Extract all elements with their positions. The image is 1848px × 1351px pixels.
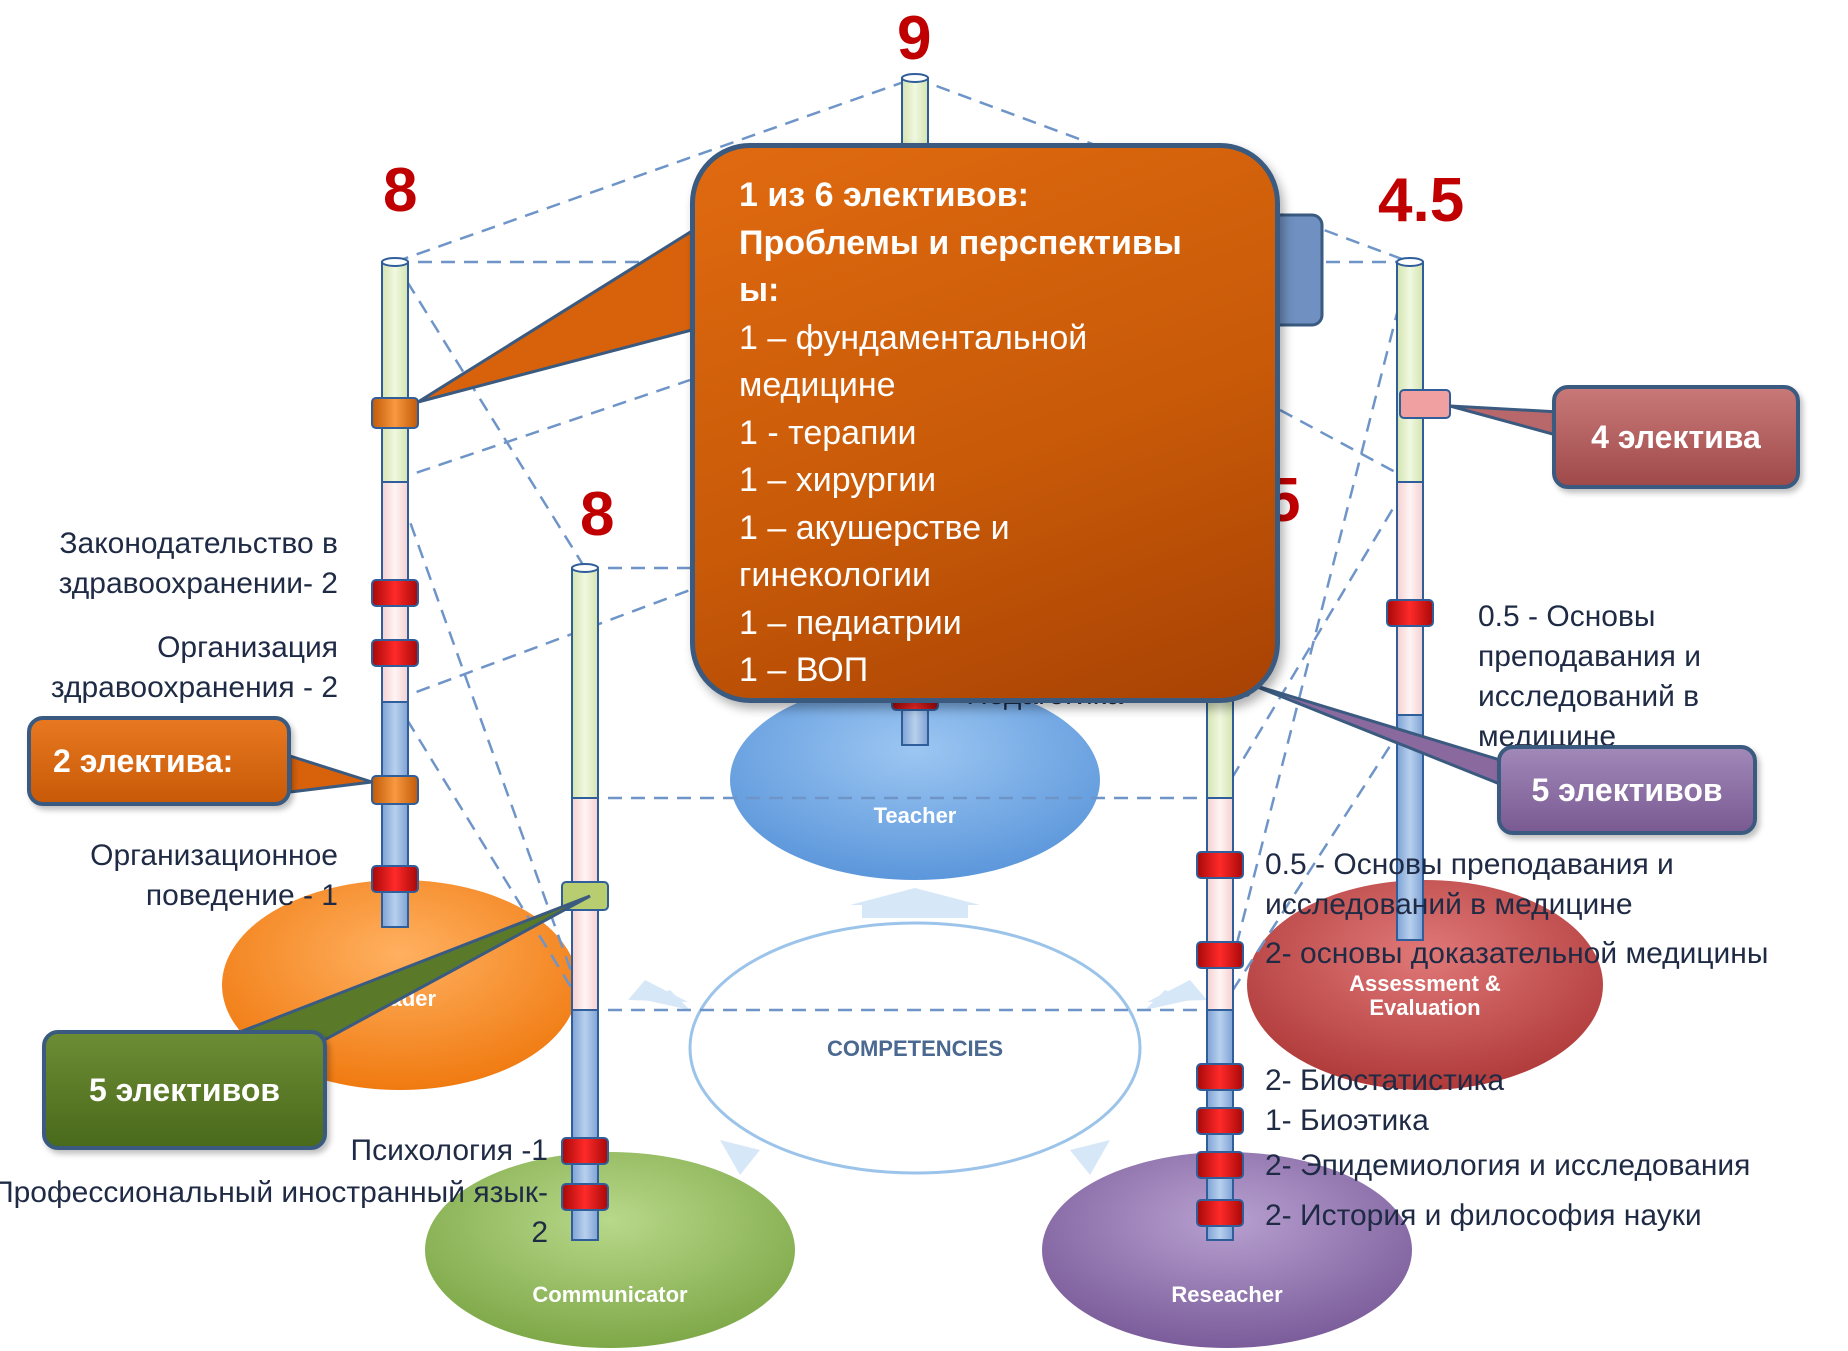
pillar-number-right: 4.5 <box>1378 166 1465 235</box>
callout-research-electives: 1 из 6 элективов: Проблемы и перспективы… <box>690 143 1280 703</box>
label-legislation: Законодательство в здравоохранении- 2 <box>58 527 338 600</box>
pillar-right-back <box>1396 257 1424 941</box>
two-electives-pointer <box>288 753 373 794</box>
label-organization: Организация здравоохранения - 2 <box>50 631 338 704</box>
big-callout-line-7: 1 – хирургии <box>739 461 937 499</box>
label-biostatistics: 2- Биостатистика <box>1265 1064 1505 1097</box>
callout-four-electives: 4 электива <box>1552 385 1800 489</box>
big-callout-line-8: 1 – акушерстве и <box>739 508 1010 547</box>
course-bands <box>371 579 1434 1227</box>
big-callout-line-6: 1 - терапии <box>739 413 917 452</box>
pillar-number-top: 9 <box>897 4 932 73</box>
big-callout-line-11: 1 – ВОП <box>739 651 869 689</box>
researcher-ellipse <box>1042 1152 1412 1348</box>
big-callout-line-4: 1 – фундаментальной <box>739 318 1088 357</box>
researcher-title: Reseacher <box>1171 1282 1283 1307</box>
label-psychology: Психология -1 <box>350 1134 549 1167</box>
label-language: Профессиональный иностранный язык- 2 <box>0 1176 548 1249</box>
teacher-title: Teacher <box>874 803 957 828</box>
label-history-philosophy: 2- История и философия науки <box>1265 1199 1702 1232</box>
teacher-ellipse <box>730 680 1100 880</box>
competencies-title: COMPETENCIES <box>827 1036 1003 1061</box>
big-callout-line-9: гинекологии <box>739 556 932 594</box>
big-callout-line-3: ы: <box>739 271 780 309</box>
callout-two-electives: 2 электива: <box>27 716 291 806</box>
label-behavior: Организационное поведение - 1 <box>90 839 338 912</box>
pillar-number-left: 8 <box>383 156 418 225</box>
assessment-title: Assessment & Evaluation <box>1349 972 1501 1020</box>
big-callout-line-1: 1 из 6 элективов: <box>739 176 1029 214</box>
communicator-title: Communicator <box>532 1282 688 1307</box>
assessment-ellipse <box>1247 880 1603 1090</box>
label-bioethics: 1- Биоэтика <box>1265 1104 1429 1137</box>
pillar-number-front-left: 8 <box>580 480 615 549</box>
communicator-ellipse <box>425 1152 795 1348</box>
big-callout-line-10: 1 – педиатрии <box>739 603 962 642</box>
callout-five-electives-purple: 5 элективов <box>1497 745 1757 835</box>
frame-dashed-lines <box>393 76 1412 1012</box>
four-electives-pointer <box>1449 404 1562 438</box>
label-researcher-teaching: 0.5 - Основы преподавания и исследований… <box>1265 848 1674 921</box>
label-right-back-teaching: 0.5 - Основы преподавания и исследований… <box>1478 600 1702 747</box>
label-epidemiology: 2- Эпидемиология и исследования <box>1265 1149 1751 1182</box>
big-callout-line-2: Проблемы и перспективы <box>739 223 1182 262</box>
big-callout-pointer <box>417 223 732 404</box>
competency-arrows <box>628 888 1207 1175</box>
big-callout-line-5: медицине <box>739 366 896 404</box>
competencies-ellipse <box>688 921 1142 1175</box>
label-evidence-medicine: 2- основы доказательной медицины <box>1265 937 1769 970</box>
callout-five-electives-green: 5 элективов <box>42 1030 327 1150</box>
